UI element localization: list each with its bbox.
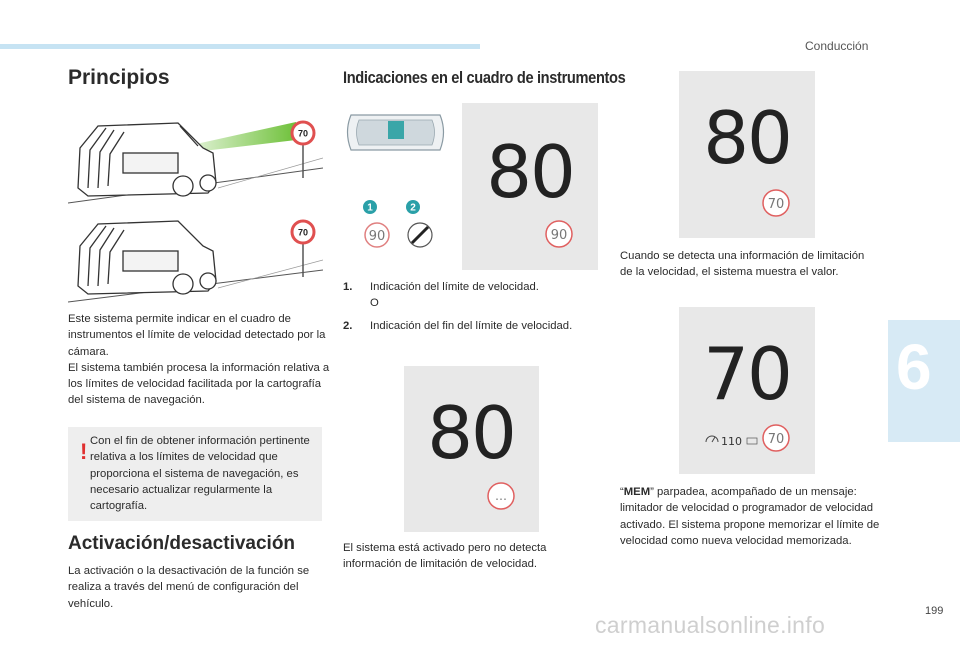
indication-list: 1. Indicación del límite de velocidad.O …: [343, 279, 593, 340]
display-current-speed: 80: [486, 130, 574, 214]
intro-text-1: Este sistema permite indicar en el cuadr…: [68, 313, 326, 358]
svg-text:1: 1: [367, 203, 373, 214]
display-no-info: 80 …: [404, 366, 539, 532]
activacion-text: La activación o la desactivación de la f…: [68, 565, 310, 610]
warning-icon: !: [80, 439, 88, 464]
limit-sign-icon: [762, 424, 790, 452]
limit-sign-icon: [487, 482, 515, 510]
speed-limit-90-icon: 90: [364, 222, 390, 248]
list-item: 2. Indicación del fin del límite de velo…: [343, 319, 573, 332]
header-bar: [0, 44, 480, 49]
car-silhouette: [77, 220, 217, 295]
warning-box: ! Con el fin de obtener información pert…: [68, 427, 322, 521]
speed-sign-value: 70: [298, 228, 308, 238]
section-title-activacion: Activación/desactivación: [68, 533, 296, 554]
intro-text-2: El sistema también procesa la informació…: [68, 361, 330, 407]
camera-beam: [178, 122, 296, 154]
memorized-speed: 110: [721, 435, 742, 448]
display-speed-limit: 80 90: [462, 103, 598, 270]
svg-text:90: 90: [369, 229, 386, 244]
indication-icons: 1 2 90: [363, 200, 433, 248]
chapter-tab: 6: [888, 320, 960, 442]
display-current-speed: 80: [703, 96, 791, 180]
display-d-caption: “MEM” parpadea, acompañado de un mensaje…: [620, 486, 880, 547]
warning-text: Con el fin de obtener información pertin…: [90, 435, 310, 513]
display-c-caption: Cuando se detecta una información de lim…: [620, 250, 865, 279]
svg-text:2: 2: [410, 203, 416, 214]
display-limit: 90: [551, 228, 568, 243]
page-number: 199: [925, 605, 944, 617]
mem-indicator-icon: [746, 437, 758, 445]
section-title-indicaciones: Indicaciones en el cuadro de instrumento…: [343, 68, 626, 87]
intro-paragraph: Este sistema permite indicar en el cuadr…: [68, 311, 330, 409]
watermark: carmanualsonline.info: [595, 612, 826, 638]
chapter-title: Conducción: [805, 39, 869, 53]
display-current-speed: 70: [703, 332, 791, 416]
display-limit: 70: [768, 197, 785, 212]
end-of-limit-icon: [407, 222, 433, 248]
display-b-caption: El sistema está activado pero no detecta…: [343, 542, 547, 571]
camera-module-illustration: [346, 114, 445, 151]
display-current-speed: 80: [427, 391, 515, 475]
camera-lens-icon: [388, 121, 404, 139]
display-limit: 70: [768, 432, 785, 447]
speed-limiter-icon: [705, 435, 719, 443]
car-silhouette: [77, 122, 217, 197]
speed-sign-value: 70: [298, 129, 308, 139]
chapter-number: 6: [896, 331, 932, 403]
section-title-principios: Principios: [68, 66, 170, 89]
display-limit: …: [495, 489, 507, 503]
limit-sign-icon: [762, 189, 790, 217]
display-mem-suggestion: 70 110 70: [679, 307, 815, 474]
callout-1-icon: 1: [363, 200, 377, 214]
callout-2-icon: 2: [406, 200, 420, 214]
display-limit-detected: 80 70: [679, 71, 815, 238]
mem-label: MEM: [623, 486, 651, 498]
speed-sign: 70: [290, 219, 316, 277]
speed-sign: 70: [290, 120, 316, 178]
illustration-camera-detection: 70: [68, 120, 323, 204]
limit-sign-icon: [545, 220, 573, 248]
list-item: 1. Indicación del límite de velocidad.O: [343, 281, 539, 310]
illustration-car-navigation: 70: [68, 219, 323, 303]
